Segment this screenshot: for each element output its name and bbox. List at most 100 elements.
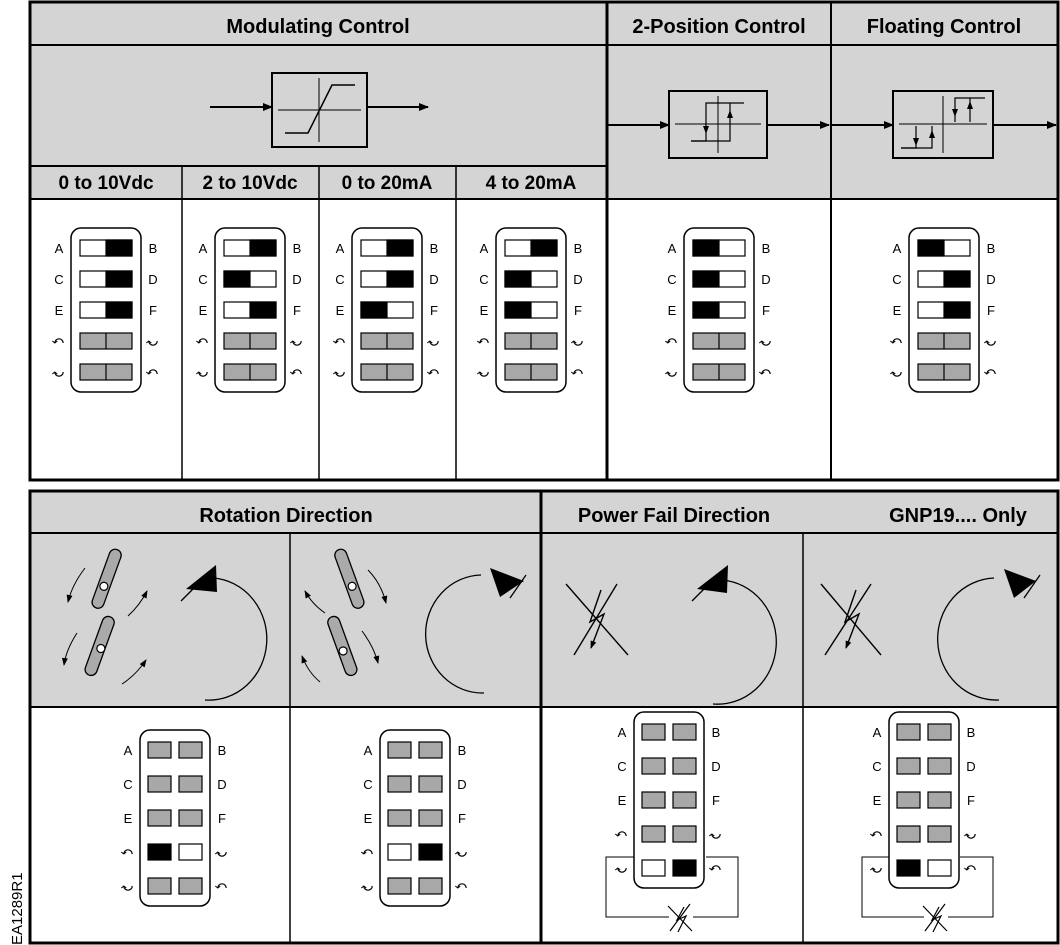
dip-switch-3 [504, 301, 558, 319]
dip-switch-5 [360, 363, 414, 381]
switch-label-f: F [762, 303, 770, 318]
modulating-transfer-symbol [210, 72, 429, 148]
power-fail-ccw-icon [565, 565, 777, 705]
rotation-ccw-arc-icon [180, 565, 268, 701]
dip-switch-3 [360, 301, 414, 319]
top-table-border [28, 0, 1060, 482]
switch-label-f: F [574, 303, 582, 318]
rotation-symbol-icon [289, 369, 302, 375]
dip-switch-1 [360, 239, 414, 257]
damper-blade-ccw-icon [61, 548, 148, 685]
rotation-symbol-icon [145, 369, 158, 375]
switch-label-a: A [873, 725, 882, 740]
modulating-control-header: Modulating Control [226, 16, 409, 38]
rotation-symbol-icon [289, 340, 302, 346]
rotation-symbol-icon [426, 369, 439, 375]
rotation-direction-table: Rotation Direction Power Fail Direction … [28, 489, 1060, 945]
switch-label-c: C [335, 272, 344, 287]
switch-label-b: B [293, 241, 302, 256]
dip-switch-2 [641, 757, 697, 775]
rotation-symbol-icon [889, 338, 902, 344]
switch-label-f: F [149, 303, 157, 318]
switch-label-f: F [712, 793, 720, 808]
rotation-symbol-icon [614, 867, 627, 873]
dip-switch-3 [917, 301, 971, 319]
switch-label-c: C [123, 777, 132, 792]
range-2-10vdc-label: 2 to 10Vdc [202, 173, 297, 194]
dip-switch-5 [223, 363, 277, 381]
dip-switch-1 [896, 723, 952, 741]
switch-label-f: F [293, 303, 301, 318]
dip-switch-1 [387, 741, 443, 759]
switch-label-e: E [873, 793, 882, 808]
floating-transfer-symbol [832, 90, 1057, 159]
dip-switch-2 [917, 270, 971, 288]
switch-label-f: F [967, 793, 975, 808]
rotation-symbol-icon [570, 340, 583, 346]
switch-label-e: E [618, 793, 627, 808]
switch-label-d: D [148, 272, 157, 287]
dip-switch-3 [147, 809, 203, 827]
switch-label-c: C [892, 272, 901, 287]
dip-switch-3 [79, 301, 133, 319]
dip-switch-5 [896, 859, 952, 877]
rotation-symbol-icon [426, 340, 439, 346]
rotation-symbol-icon [983, 340, 996, 346]
switch-label-c: C [363, 777, 372, 792]
switch-label-e: E [124, 811, 133, 826]
switch-label-a: A [480, 241, 489, 256]
rotation-symbol-icon [360, 885, 373, 891]
dip-switch-3 [641, 791, 697, 809]
floating-control-header: Floating Control [867, 16, 1021, 38]
dip-switch-1 [223, 239, 277, 257]
switch-label-d: D [429, 272, 438, 287]
range-4-20ma-label: 4 to 20mA [486, 173, 577, 194]
dip-switch-2 [692, 270, 746, 288]
switch-label-e: E [55, 303, 64, 318]
dip-switch-5 [387, 877, 443, 895]
dip-switch-5 [504, 363, 558, 381]
switch-label-b: B [712, 725, 721, 740]
two-position-control-header: 2-Position Control [632, 16, 805, 38]
gnp19-only-note: GNP19.... Only [889, 505, 1028, 527]
dip-switch-1 [79, 239, 133, 257]
rotation-symbol-icon [145, 340, 158, 346]
figure-code: EA1289R1 [9, 872, 26, 945]
rotation-symbol-icon [664, 338, 677, 344]
rotation-symbol-icon [708, 865, 721, 871]
power-fail-cw-icon [820, 569, 1041, 701]
dip-switch-1 [641, 723, 697, 741]
dip-switch-5 [147, 877, 203, 895]
dip-switch-4 [641, 825, 697, 843]
rotation-symbol-icon [51, 371, 64, 377]
switch-label-a: A [364, 743, 373, 758]
rotation-symbol-icon [983, 369, 996, 375]
switch-label-b: B [430, 241, 439, 256]
rotation-symbol-icon [708, 833, 721, 839]
switch-label-c: C [667, 272, 676, 287]
switch-label-d: D [457, 777, 466, 792]
dip-switch-2 [79, 270, 133, 288]
rotation-symbol-icon [195, 371, 208, 377]
switch-label-e: E [480, 303, 489, 318]
switch-label-d: D [966, 759, 975, 774]
switch-label-e: E [668, 303, 677, 318]
switch-label-c: C [617, 759, 626, 774]
switch-label-d: D [986, 272, 995, 287]
dip-switch-4 [504, 332, 558, 350]
dip-switch-4 [147, 843, 203, 861]
rotation-direction-header: Rotation Direction [199, 505, 372, 527]
dip-switch-2 [504, 270, 558, 288]
dip-switch-4 [692, 332, 746, 350]
dip-switch-3 [223, 301, 277, 319]
rotation-symbol-icon [758, 369, 771, 375]
switch-label-c: C [54, 272, 63, 287]
range-0-20ma-label: 0 to 20mA [342, 173, 433, 194]
